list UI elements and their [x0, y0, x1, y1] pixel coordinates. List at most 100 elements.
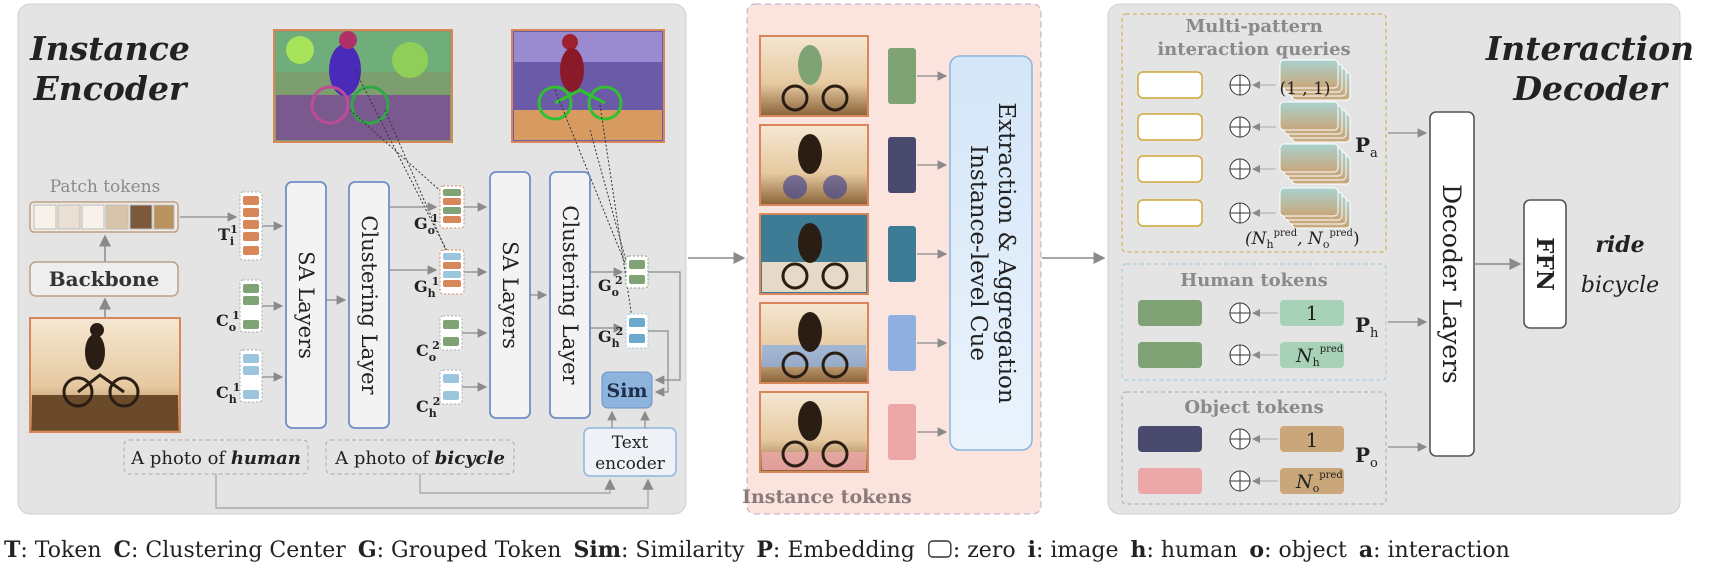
- object-tokens-group: [1121, 391, 1387, 505]
- instance-token-2: [888, 137, 916, 193]
- image-tokens-stack: [239, 191, 263, 261]
- Pa-label: Pa: [1355, 133, 1378, 161]
- add-icon-cross: [1230, 203, 1250, 223]
- patch-tokens-label: Patch tokens: [50, 177, 161, 197]
- prompt-bicycle-text: A photo of bicycle: [334, 448, 505, 469]
- clustering-layer-block-2: [549, 171, 591, 419]
- encoder-title-line2: Encoder: [33, 69, 189, 108]
- G-h-2-label: Gh2: [598, 325, 623, 350]
- text-encoder-block: [583, 427, 677, 477]
- T-i-1-label: Ti1: [218, 223, 238, 248]
- legend-item: a: interaction: [1359, 537, 1510, 563]
- decoder-title-line1: Interaction: [1485, 29, 1694, 68]
- pair-label: (1 , 1): [1279, 79, 1330, 99]
- object-query-rows: [1138, 426, 1344, 494]
- instance-token-bars: [888, 48, 948, 460]
- interaction-decoder-panel: [1107, 3, 1681, 515]
- instance-image-4: [759, 302, 869, 384]
- object-centers-1: [239, 279, 263, 333]
- object-centers-2: [439, 315, 463, 351]
- decoder-title-line2: Decoder: [1512, 69, 1669, 108]
- ffn-label: FFN: [1531, 237, 1558, 291]
- sim-block: [601, 371, 653, 409]
- human-query-rows: [1138, 300, 1344, 368]
- multi-pattern-line2: interaction queries: [1157, 39, 1350, 60]
- cue-block-line1: Instance-level Cue: [965, 145, 991, 361]
- pair-embedding-card: [1279, 143, 1339, 173]
- pair-embedding-card: [1279, 59, 1339, 89]
- instance-image-2: [759, 124, 869, 206]
- G-o-1-label: Go1: [414, 212, 439, 237]
- G-h-1-label: Gh1: [414, 275, 439, 300]
- ffn-block: [1523, 199, 1567, 329]
- pair-embedding-card: [1279, 187, 1339, 217]
- C-o-2-label: Co2: [416, 339, 440, 364]
- Ph-label: Ph: [1355, 313, 1379, 341]
- instance-token-3: [888, 226, 916, 282]
- backbone-label: Backbone: [49, 267, 160, 291]
- zero-query: [1137, 199, 1203, 227]
- legend: T: Token C: Clustering Center G: Grouped T…: [4, 537, 1510, 563]
- instance-token-4: [888, 315, 916, 371]
- legend-item: C: Clustering Center: [114, 537, 347, 563]
- legend-item: o: object: [1249, 537, 1347, 563]
- legend-item: : zero: [953, 538, 1016, 563]
- query-rows: [1137, 59, 1351, 229]
- add-icon-cross: [1230, 117, 1250, 137]
- decoder-layers-label: Decoder Layers: [1437, 184, 1466, 384]
- zero-query: [1137, 113, 1203, 141]
- legend-item: T: Token: [4, 537, 102, 563]
- legend-item: G: Grouped Token: [358, 537, 562, 563]
- object-one: 1: [1306, 428, 1319, 452]
- prompt-human-box: [123, 439, 309, 475]
- object-tokens-label: Object tokens: [1184, 397, 1323, 418]
- human-tokens-group: [1121, 263, 1387, 381]
- multi-pattern-group: [1121, 13, 1387, 253]
- G-o-2-label: Go2: [598, 274, 623, 299]
- clustering-layer-block-1: [348, 181, 390, 429]
- sim-label: Sim: [606, 380, 647, 402]
- clustering-layer-label-2: Clustering Layer: [558, 205, 582, 385]
- multi-pattern-line1: Multi-pattern: [1185, 16, 1322, 37]
- zero-query: [1137, 155, 1203, 183]
- npred-label: (Nhpred, Nopred): [1245, 228, 1360, 251]
- sa-layers-block-1: [285, 181, 327, 429]
- human-N: Nhpred: [1295, 344, 1344, 369]
- instance-image-3: [759, 213, 869, 295]
- cue-block-line2: Extraction & Aggregation: [993, 102, 1019, 403]
- C-h-1-label: Ch1: [216, 381, 240, 406]
- object-label: bicycle: [1581, 273, 1659, 298]
- decoder-layers-block: [1429, 111, 1475, 457]
- legend-item: Sim: Similarity: [573, 537, 744, 563]
- verb-label: ride: [1595, 232, 1644, 258]
- human-centers-2: [439, 369, 463, 405]
- encoder-title-line1: Instance: [29, 29, 190, 68]
- text-encoder-line2: encoder: [595, 454, 666, 474]
- grouped-human-tokens-2: [625, 313, 649, 349]
- segmentation-image-2: [511, 29, 665, 143]
- legend-item: h: human: [1130, 537, 1237, 563]
- text-encoder-line1: Text: [612, 433, 649, 453]
- C-h-2-label: Ch2: [416, 395, 440, 420]
- grouped-human-tokens-1: [439, 249, 465, 295]
- instance-image-5: [759, 391, 869, 473]
- pair-embedding-card: [1279, 101, 1339, 131]
- grouped-object-tokens-1: [439, 185, 465, 229]
- object-N: Nopred: [1295, 470, 1343, 495]
- legend-item: P: Embedding: [756, 537, 914, 563]
- legend-item: i: image: [1028, 537, 1119, 563]
- instance-image-1: [759, 35, 869, 117]
- add-icon-cross: [1230, 159, 1250, 179]
- prompt-bicycle-box: [325, 439, 515, 475]
- zero-query: [1137, 71, 1203, 99]
- human-one: 1: [1306, 301, 1319, 325]
- patch-tokens-strip: [29, 201, 179, 233]
- input-photo: [29, 317, 181, 433]
- instance-token-5: [888, 404, 916, 460]
- sa-layers-label-2: SA Layers: [498, 241, 522, 349]
- C-o-1-label: Co1: [216, 309, 240, 334]
- instance-tokens-label: Instance tokens: [742, 486, 912, 508]
- grouped-object-tokens-2: [625, 255, 649, 289]
